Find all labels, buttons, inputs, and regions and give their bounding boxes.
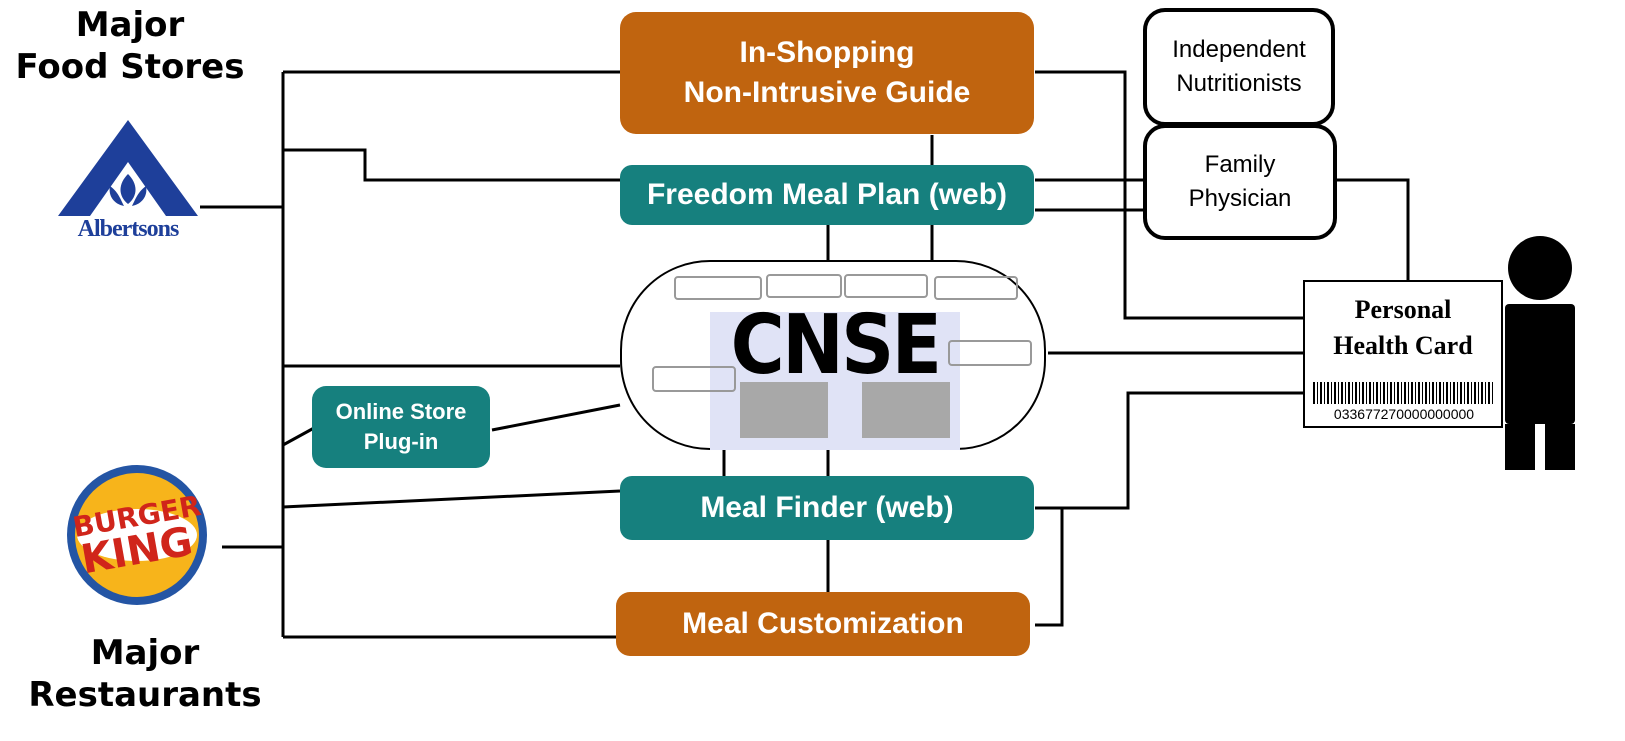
barcode — [1313, 382, 1493, 404]
independent-nutritionists-box[interactable]: Independent Nutritionists — [1143, 8, 1335, 126]
freedom-meal-plan-box[interactable]: Freedom Meal Plan (web) — [620, 165, 1034, 225]
in-shopping-guide-box[interactable]: In-Shopping Non-Intrusive Guide — [620, 12, 1034, 134]
family-physician-box[interactable]: Family Physician — [1143, 124, 1337, 240]
personal-health-card[interactable]: Personal Health Card 033677270000000000 — [1303, 280, 1503, 428]
food-stores-heading: Major Food Stores — [15, 5, 245, 87]
albertsons-logo: Albertsons — [48, 116, 208, 248]
cnse-slot — [948, 340, 1032, 366]
cnse-slot — [766, 274, 842, 298]
meal-finder-box[interactable]: Meal Finder (web) — [620, 476, 1034, 540]
cnse-label: CNSE — [730, 298, 942, 393]
cnse-slot — [674, 276, 762, 300]
meal-customization-box[interactable]: Meal Customization — [616, 592, 1030, 656]
albertsons-a-icon — [58, 120, 198, 216]
online-store-plugin-box[interactable]: Online Store Plug-in — [312, 386, 490, 468]
cnse-slot — [844, 274, 928, 298]
restaurants-heading: Major Restaurants — [28, 633, 262, 715]
cnse-slot — [934, 276, 1018, 300]
cnse-block-right — [862, 382, 950, 438]
albertsons-logo-text: Albertsons — [77, 216, 180, 242]
burger-king-logo: BURGER KING — [62, 460, 212, 610]
health-card-title: Personal Health Card — [1333, 295, 1473, 360]
barcode-number: 033677270000000000 — [1333, 406, 1475, 422]
cnse-engine[interactable]: CNSE — [620, 260, 1046, 450]
cnse-block-left — [740, 382, 828, 438]
burger-king-bun-icon — [67, 465, 207, 605]
cnse-slot — [652, 366, 736, 392]
